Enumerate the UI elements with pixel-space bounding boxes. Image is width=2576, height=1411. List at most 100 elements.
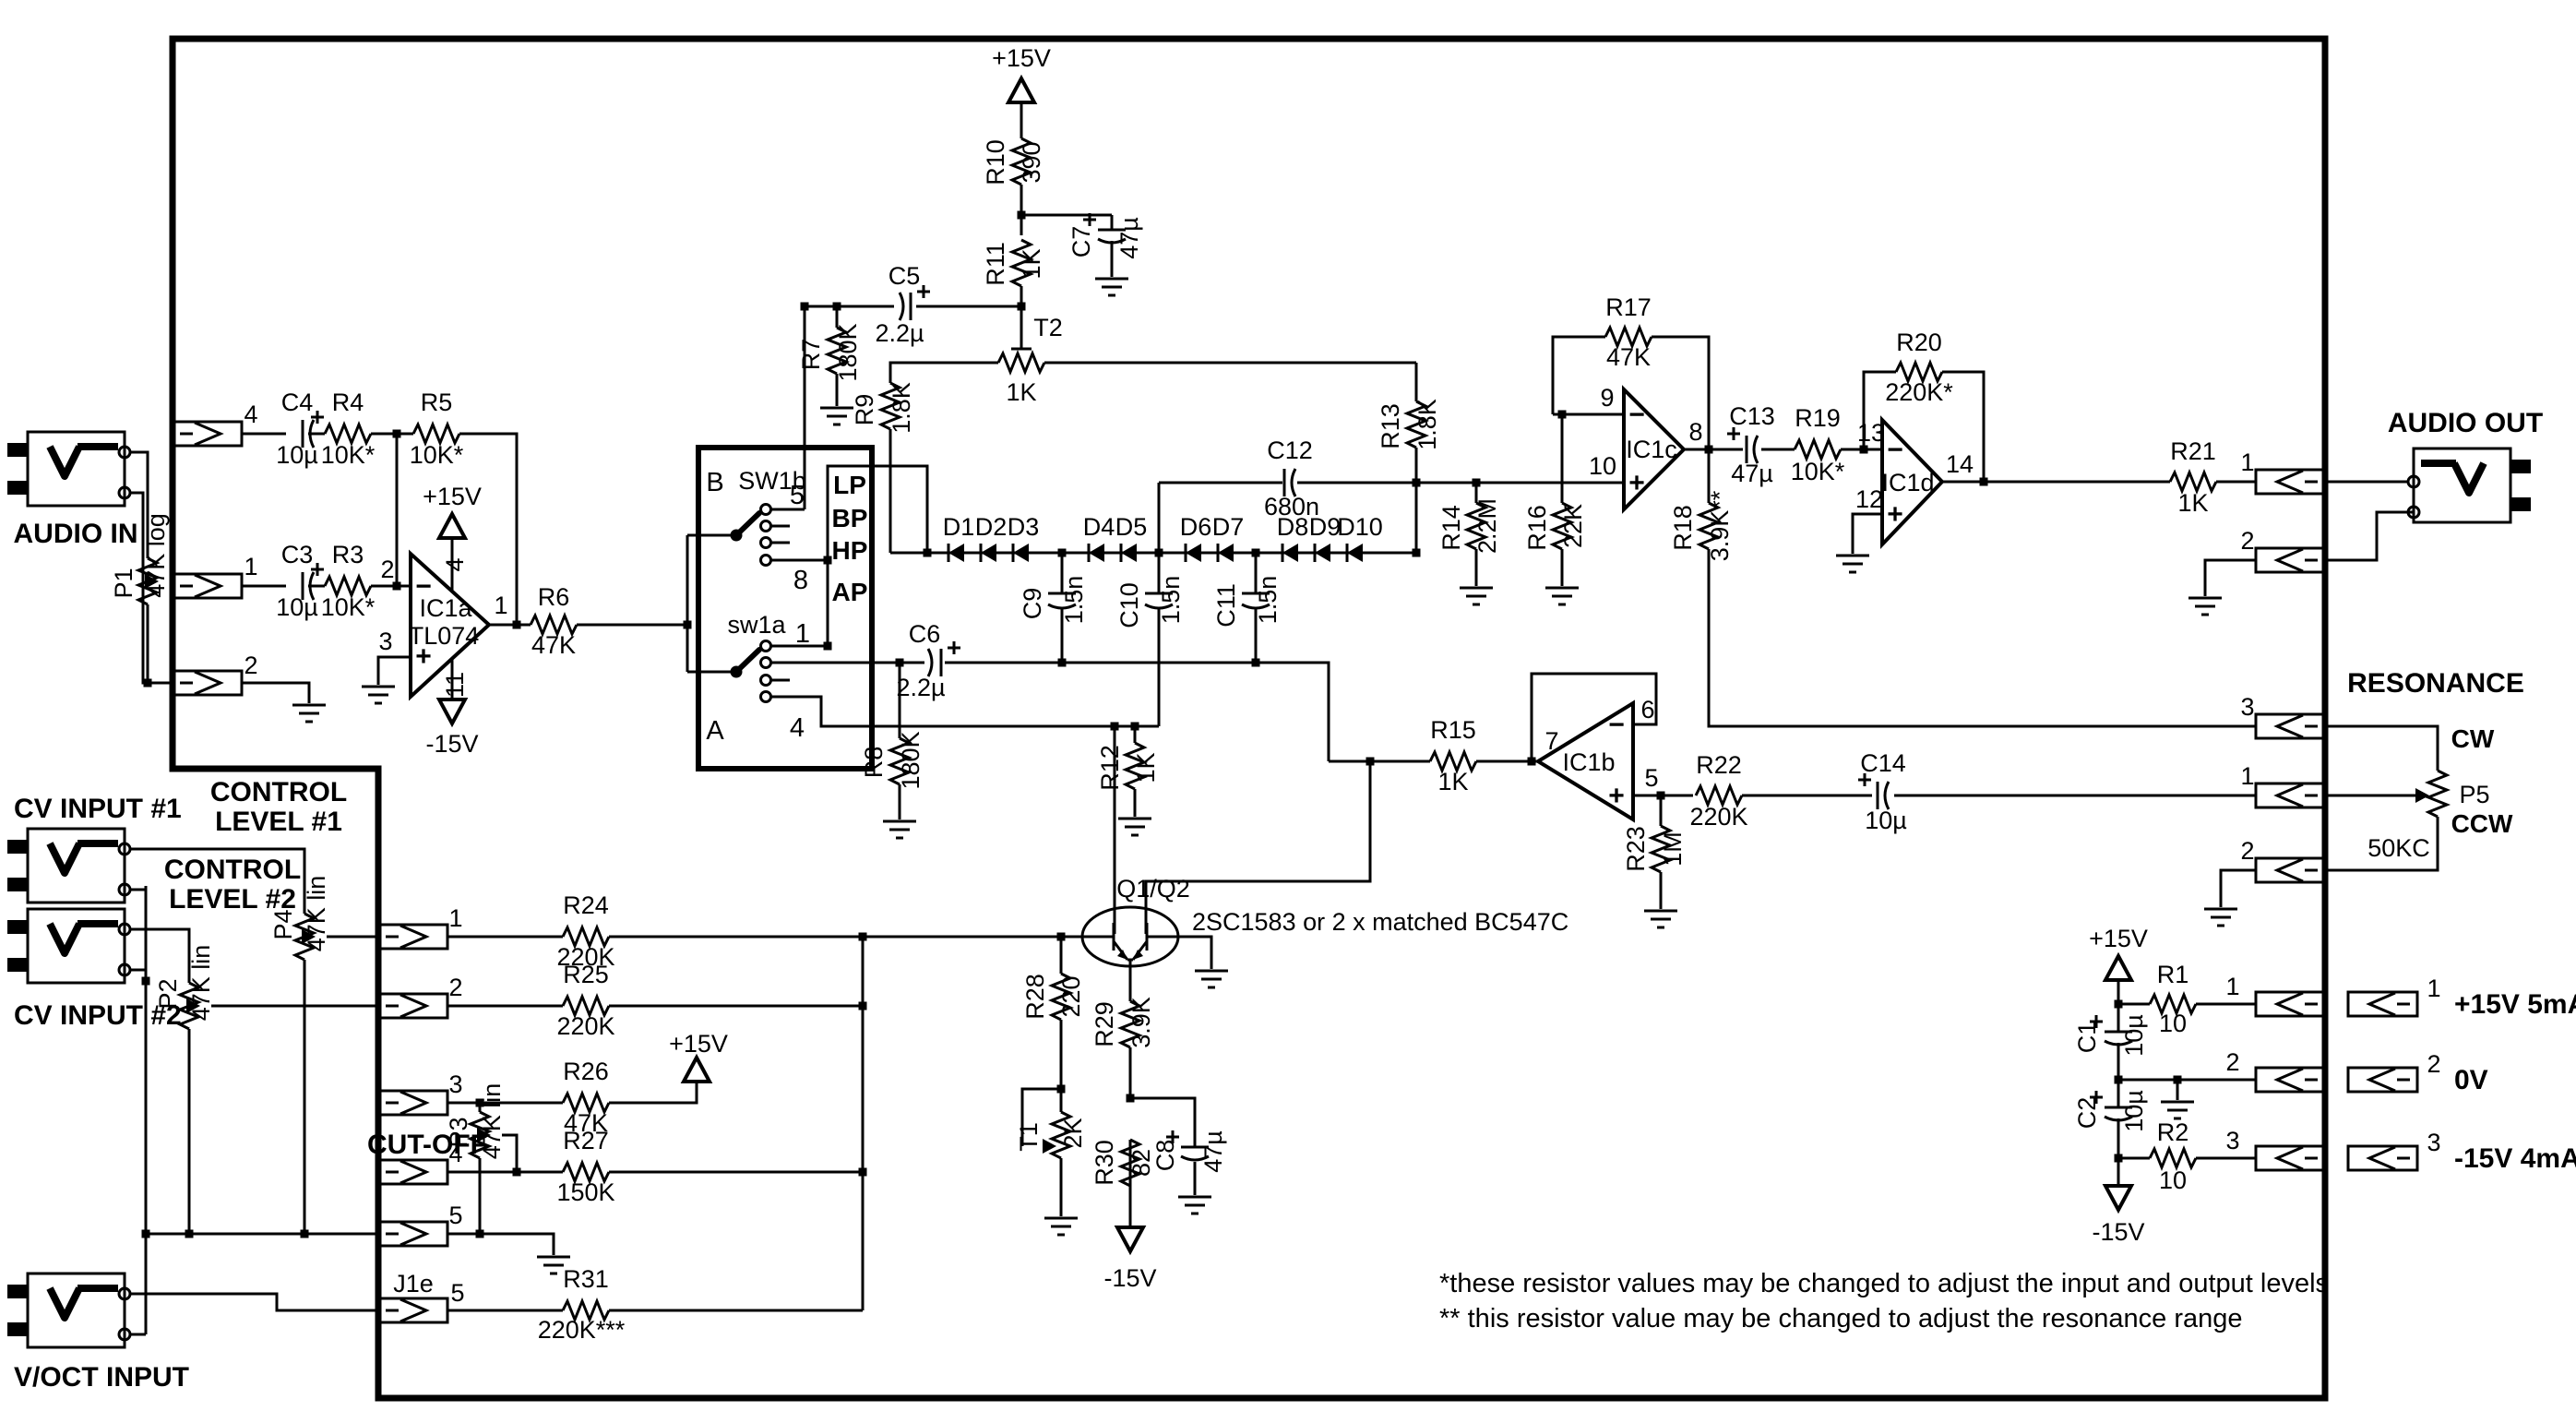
label-c4-val: 10µ [276, 441, 318, 469]
label-c12: C12 [1267, 436, 1313, 464]
label-j-conn5: 5 [448, 1202, 462, 1229]
label-sw-bp: BP [832, 504, 868, 532]
label-r10: R10 [982, 139, 1009, 185]
label-r2: R2 [2157, 1118, 2189, 1146]
diode-D9 [1313, 542, 1332, 564]
label-r28-val: 220 [1057, 975, 1085, 1017]
label-res-conn3: 3 [2240, 693, 2254, 721]
label-r28: R28 [1021, 974, 1049, 1020]
label-r4: R4 [332, 389, 364, 416]
diode-D2 [979, 542, 998, 564]
label-p1: P1 [110, 568, 137, 598]
wires-input-stage [130, 432, 731, 703]
power-connectors [2254, 990, 2419, 1172]
opamp-IC1a [409, 549, 492, 701]
label-ic1a-pin3: 3 [378, 628, 392, 655]
cv-header-connectors [376, 923, 449, 1324]
cap-C2 [2088, 1089, 2133, 1122]
diode-D5 [1119, 542, 1139, 564]
label-ic1a-pin1: 1 [494, 592, 507, 619]
label-r24-val: 220K [556, 943, 614, 971]
label-d8: D8 [1277, 513, 1309, 541]
label-d7: D7 [1212, 513, 1245, 541]
label-r30-val: 82 [1127, 1149, 1155, 1177]
diode-D6 [1184, 542, 1203, 564]
label-p2: P2 [154, 978, 182, 1009]
label-r3: R3 [332, 541, 364, 568]
resistor-R19 [1793, 438, 1843, 460]
resistor-R4 [323, 423, 373, 445]
label-ic1b-plus: + [1608, 781, 1625, 811]
label-conn-a1: 1 [244, 553, 257, 580]
wires-power [2117, 980, 2256, 1186]
label-r25-val: 220K [556, 1012, 614, 1040]
label-c6: C6 [909, 620, 941, 648]
label-control-level-2a: CONTROL [164, 855, 301, 885]
label-out-conn2: 2 [2240, 527, 2254, 555]
diode-D7 [1216, 542, 1235, 564]
label-r16-val: 22K [1559, 504, 1587, 548]
label-ps-label2: 0V [2454, 1065, 2488, 1095]
label-p1-val: 47K log [142, 513, 170, 598]
label-c8: C8 [1151, 1140, 1179, 1172]
wires-top-bias [805, 102, 1418, 553]
label-cut-off: CUT-OFF [367, 1130, 487, 1160]
label-p3: P3 [445, 1117, 472, 1147]
label-r10-val: 390 [1018, 141, 1045, 183]
label-audio-in: AUDIO IN [14, 519, 138, 549]
label-ic1d-pin12: 12 [1855, 485, 1883, 513]
audio-in-jack [7, 432, 130, 506]
trimmer-T2 [996, 352, 1046, 374]
label-c5-val: 2.2µ [875, 319, 924, 347]
label-ic1a-pin11: 11 [441, 672, 469, 698]
label-ic1b-pin6: 6 [1640, 696, 1654, 723]
label-c14: C14 [1860, 749, 1906, 777]
label-c9-val: 1.5n [1060, 576, 1088, 625]
label-p5: P5 [2459, 781, 2489, 808]
pcb-border [169, 35, 2329, 1402]
label-d4: D4 [1083, 513, 1115, 541]
label-ic1d-pin14: 14 [1946, 450, 1974, 478]
label-d5: D5 [1115, 513, 1148, 541]
label-r4-val: 10K* [321, 441, 376, 469]
label-ic1c: IC1c [1626, 436, 1677, 463]
wires-output-right [2203, 480, 2439, 907]
cap-C10 [1144, 592, 1174, 610]
label-r20-val: 220K* [1885, 378, 1953, 406]
label-r7-val: 180K [834, 323, 862, 381]
label-r13: R13 [1377, 403, 1404, 449]
label-sw-pin1: 1 [795, 619, 810, 649]
label-t2-val: 1K [1006, 378, 1036, 406]
label-plus15-ps: +15V [2089, 925, 2148, 952]
cap-C8 [1164, 1129, 1210, 1162]
wires-ic1b-resonance [1113, 672, 2256, 909]
label-ic1b: IC1b [1562, 748, 1615, 776]
label-sw-ap: AP [832, 578, 868, 606]
label-r9: R9 [851, 394, 878, 426]
label-cv-input-2: CV INPUT #2 [14, 1000, 182, 1031]
wires-panel-left [130, 847, 378, 1336]
label-r21-val: 1K [2177, 489, 2208, 517]
label-sw1b: SW1b [738, 467, 806, 495]
label-c3-val: 10µ [276, 593, 318, 621]
junctions [141, 210, 2182, 1238]
label-r17: R17 [1605, 293, 1652, 321]
label-c2: C2 [2073, 1097, 2101, 1130]
label-d3: D3 [1008, 513, 1040, 541]
output-connectors [2254, 468, 2327, 884]
label-sw1a: sw1a [727, 611, 786, 639]
label-r31-val: 220K*** [538, 1316, 626, 1344]
label-c11: C11 [1212, 583, 1240, 628]
label-d9: D9 [1309, 513, 1342, 541]
label-c5: C5 [888, 262, 921, 290]
label-r13-val: 1.8K [1413, 399, 1441, 450]
label-p4: P4 [269, 909, 297, 939]
label-c14-val: 10µ [1865, 807, 1907, 834]
label-r26-val: 47K [564, 1109, 608, 1137]
label-c13-val: 47µ [1731, 460, 1773, 487]
audio-header-connectors [171, 420, 244, 697]
opamp-IC1c [1622, 385, 1687, 514]
label-c7: C7 [1067, 226, 1095, 258]
label-r12-val: 1K [1132, 752, 1160, 783]
